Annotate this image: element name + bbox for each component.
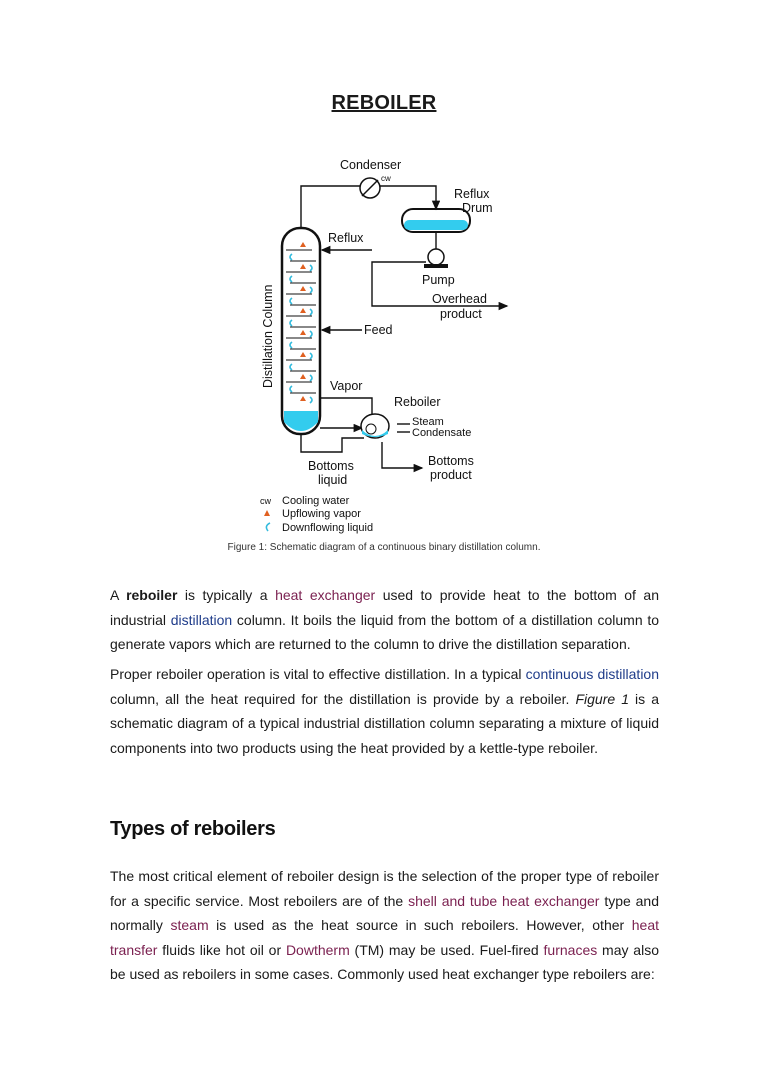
reflux-drum-label-2: Drum [462, 201, 493, 215]
reflux-drum-label-1: Reflux [454, 187, 490, 201]
furnaces-link[interactable]: furnaces [543, 941, 598, 958]
text-run: is typically a [177, 587, 276, 603]
text-run: column. It boils the liquid from the bot… [110, 611, 659, 653]
downflow-arrow-icon [265, 522, 271, 532]
column-label: Distillation Column [261, 284, 275, 388]
reboiler-label: Reboiler [394, 395, 441, 409]
heat-exchanger-link[interactable]: heat exchanger [275, 587, 376, 603]
operation-paragraph: Proper reboiler operation is vital to ef… [110, 662, 659, 760]
text-run: type and normally [110, 892, 659, 934]
reboiler: Reboiler Steam Condensate [360, 395, 471, 439]
text-run: is a schematic diagram of a typical indu… [110, 690, 659, 756]
bottoms-product-label-2: product [430, 468, 472, 482]
shell-and-tube-link[interactable]: shell and tube heat exchanger [408, 892, 600, 909]
continuous-distillation-link[interactable]: continuous distillation [525, 666, 659, 682]
pump-label: Pump [422, 273, 455, 287]
distillation-column: Distillation Column [261, 226, 322, 436]
pump: Pump [422, 248, 455, 287]
diagram-legend: cw Cooling water Upflowing vapor Downflo… [260, 495, 373, 534]
text-run: column, all the heat required for the di… [110, 690, 576, 707]
legend-upflowing-vapor: Upflowing vapor [282, 508, 361, 520]
overhead-product-label-2: product [440, 307, 482, 321]
upflow-arrow-icon [264, 510, 270, 516]
heat-transfer-link[interactable]: heat transfer [110, 917, 660, 958]
text-run: is used as the heat source in such reboi… [208, 917, 632, 933]
condenser-cw-label: cw [381, 174, 391, 183]
legend-downflowing-liquid: Downflowing liquid [282, 522, 373, 534]
column-trays [286, 249, 316, 394]
text-run: may also be used as reboilers in some ca… [110, 941, 659, 983]
condensate-label: Condensate [412, 427, 471, 439]
steam-link[interactable]: steam [170, 917, 209, 933]
upflowing-vapor-arrows [300, 242, 306, 401]
reflux-label: Reflux [328, 231, 364, 245]
section-heading: Types of reboilers [110, 818, 276, 840]
bottoms-product-label-1: Bottoms [428, 454, 474, 468]
legend-cooling-water: Cooling water [282, 495, 350, 507]
steam-label: Steam [412, 416, 444, 428]
text-run: A [110, 587, 127, 603]
legend-cw-key: cw [260, 496, 272, 506]
text-run: used to provide heat to the bottom of an… [110, 587, 659, 628]
figure-caption: Figure 1: Schematic diagram of a continu… [227, 542, 541, 553]
bottoms-liquid-label-2: liquid [318, 473, 347, 487]
reboiler-term: reboiler [126, 587, 178, 603]
text-run: fluids like hot oil or [157, 941, 286, 958]
text-run: Proper reboiler operation is vital to ef… [110, 666, 526, 682]
downflowing-liquid-arrows [289, 253, 313, 404]
text-run: The most critical element of reboiler de… [110, 868, 659, 909]
overhead-product-label-1: Overhead [432, 292, 487, 306]
text-run: (TM) may be used. Fuel-fired [349, 941, 544, 958]
distillation-link[interactable]: distillation [170, 611, 233, 628]
dowtherm-link[interactable]: Dowtherm [285, 941, 350, 958]
vapor-label: Vapor [330, 379, 362, 393]
process-piping [300, 185, 509, 473]
page-title: REBOILER [331, 92, 437, 114]
types-paragraph: The most critical element of reboiler de… [110, 864, 659, 987]
bottoms-liquid-label-1: Bottoms [308, 459, 354, 473]
condenser: Condenser cw [340, 158, 401, 199]
figure-reference: Figure 1 [575, 690, 629, 707]
intro-paragraph: A reboiler is typically a heat exchanger… [110, 583, 659, 657]
condenser-label: Condenser [340, 158, 401, 172]
reflux-drum: Reflux Drum [401, 187, 493, 233]
feed-label: Feed [364, 323, 393, 337]
distillation-column-diagram: Condenser cw Reflux Drum [252, 150, 562, 540]
